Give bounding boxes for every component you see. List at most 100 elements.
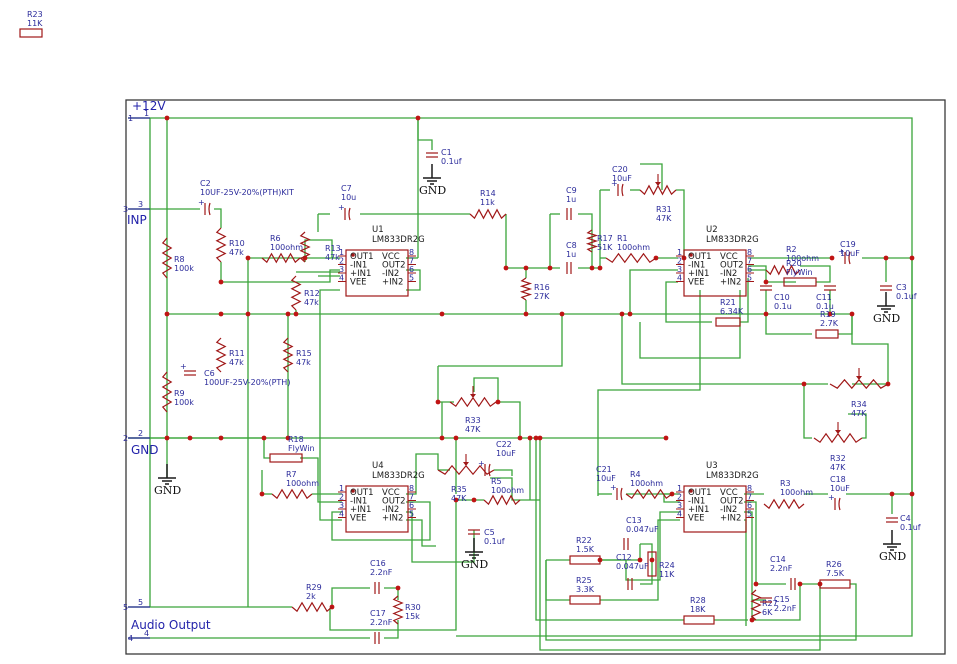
ic-part: LM833DR2G xyxy=(706,235,759,245)
component-ref: C10 xyxy=(774,293,790,302)
polarity-mark: + xyxy=(611,179,618,188)
ic-pin-label: +IN2 xyxy=(382,278,403,288)
component-value: 2.2nF xyxy=(370,568,393,577)
polarity-mark: + xyxy=(838,247,845,256)
ground-symbol: GND xyxy=(154,464,181,497)
component-ref: R20 xyxy=(786,259,802,268)
component-ref: R34 xyxy=(851,400,867,409)
ic-pin-label: -IN2 xyxy=(382,269,399,279)
ic-pin-label: -IN1 xyxy=(688,497,705,507)
polarity-mark: + xyxy=(198,198,205,207)
component-ref: R17 xyxy=(597,234,613,243)
component-value: 100ohm xyxy=(630,479,663,488)
ic-pin-number: 4 xyxy=(677,510,682,519)
ic-part: LM833DR2G xyxy=(372,471,425,481)
port-label-gnd: GND xyxy=(131,443,159,457)
ic-pin-label: -IN2 xyxy=(720,505,737,515)
ic-pin-number: 1 xyxy=(677,484,682,493)
polarity-mark: + xyxy=(338,203,345,212)
component-value: 1.5K xyxy=(576,545,595,554)
port-inp: INP 3 3 xyxy=(123,200,150,227)
component-value: 47k xyxy=(304,298,319,307)
component-value: 10uF xyxy=(612,174,632,183)
ic-pin-number: 8 xyxy=(409,484,414,493)
ic-pin-number: 3 xyxy=(339,501,344,510)
ic-pin-number: 4 xyxy=(339,510,344,519)
component-ref: R13 xyxy=(325,244,341,253)
svg-text:5: 5 xyxy=(138,598,143,607)
component-ref: R7 xyxy=(286,470,297,479)
capacitor-c1: C10.1uf xyxy=(426,148,462,166)
port-gnd: GND 2 2 xyxy=(123,429,159,457)
ic-pin-label: OUT2 xyxy=(382,497,406,507)
component-value: 47K xyxy=(656,214,672,223)
svg-text:2: 2 xyxy=(123,434,128,443)
component-ref: C18 xyxy=(830,475,846,484)
component-ref: R35 xyxy=(451,485,467,494)
ground-label: GND xyxy=(879,550,906,563)
component-ref: R16 xyxy=(534,283,550,292)
port-12v: +12V 1 1 xyxy=(128,99,166,123)
component-value: 51K xyxy=(597,243,613,252)
component-value: 0.047uF xyxy=(616,562,649,571)
component-ref: R19 xyxy=(820,310,836,319)
capacitor-c5: C50.1uf xyxy=(468,528,505,546)
component-ref: C11 xyxy=(816,293,832,302)
component-value: 1u xyxy=(566,250,576,259)
ic-pin-number: 4 xyxy=(339,274,344,283)
ic-pin-number: 3 xyxy=(677,501,682,510)
component-ref: C7 xyxy=(341,184,352,193)
capacitor-c3: C30.1uf xyxy=(880,283,917,301)
svg-text:2: 2 xyxy=(138,429,143,438)
component-ref: R23 xyxy=(27,10,43,19)
component-ref: R1 xyxy=(617,234,628,243)
ic-pin-number: 5 xyxy=(409,510,414,519)
svg-text:4: 4 xyxy=(128,634,133,643)
component-value: 10uF xyxy=(830,484,850,493)
ic-pin-label: OUT2 xyxy=(720,497,744,507)
ic-pin-label: +IN1 xyxy=(688,505,709,515)
ic-pin-number: 3 xyxy=(339,265,344,274)
ic-pin-label: OUT1 xyxy=(350,252,374,262)
component-value: 0.1uf xyxy=(484,537,505,546)
component-value: 6.34K xyxy=(720,307,744,316)
ic-pin-number: 5 xyxy=(747,510,752,519)
component-value: 0.1u xyxy=(816,302,834,311)
ic-ref: U2 xyxy=(706,225,718,235)
ic-pin-label: +IN1 xyxy=(350,269,371,279)
ic-pin-label: VCC xyxy=(720,488,738,498)
component-value: 47k xyxy=(296,358,311,367)
component-value: FlyWin xyxy=(786,268,813,277)
component-ref: R3 xyxy=(780,479,791,488)
ic-pin-number: 8 xyxy=(747,484,752,493)
port-label-audio-output: Audio Output xyxy=(131,618,211,632)
component-value: 27K xyxy=(534,292,550,301)
polarity-mark: + xyxy=(180,362,187,371)
component-ref: C17 xyxy=(370,609,386,618)
ic-pin-number: 2 xyxy=(677,257,682,266)
component-ref: R28 xyxy=(690,596,706,605)
component-value: 2.2nF xyxy=(370,618,393,627)
component-value: 100UF-25V-20%(PTH) xyxy=(204,378,290,387)
component-ref: R32 xyxy=(830,454,846,463)
component-value: 47K xyxy=(830,463,846,472)
component-value: 100k xyxy=(174,398,194,407)
component-ref: R4 xyxy=(630,470,641,479)
component-ref: R5 xyxy=(491,477,502,486)
component-value: 47k xyxy=(229,248,244,257)
svg-text:1: 1 xyxy=(128,114,133,123)
